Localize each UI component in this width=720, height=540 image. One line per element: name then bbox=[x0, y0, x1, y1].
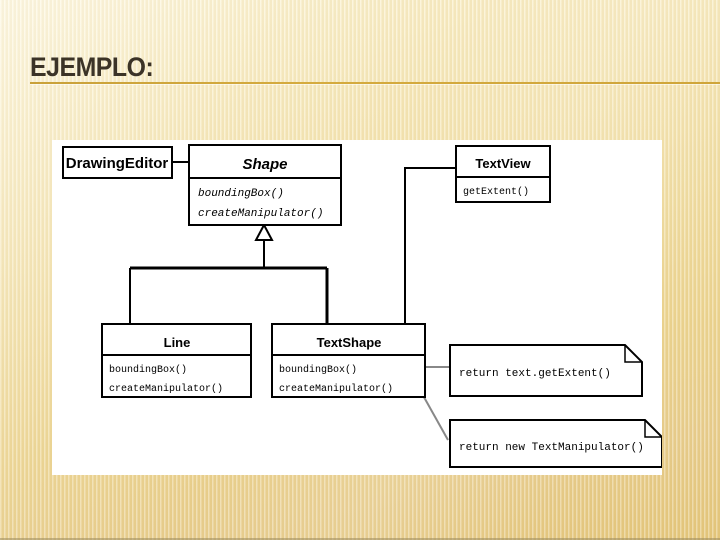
class-method-textshape-createmanipulator: createManipulator() bbox=[279, 383, 393, 395]
class-method-line-boundingbox: boundingBox() bbox=[109, 364, 187, 376]
class-method-textview-getextent: getExtent() bbox=[463, 186, 529, 198]
class-name-drawing-editor: DrawingEditor bbox=[66, 155, 169, 172]
title-rule-highlight bbox=[30, 84, 720, 85]
diagram-panel: DrawingEditor Shape boundingBox() create… bbox=[52, 140, 662, 475]
class-box-text-shape[interactable]: TextShape boundingBox() createManipulato… bbox=[271, 323, 426, 398]
title-rule bbox=[30, 82, 720, 84]
class-name-shape: Shape bbox=[242, 156, 287, 173]
note-text-bounding-box: return text.getExtent() bbox=[459, 368, 611, 380]
note-box-bounding-box[interactable]: return text.getExtent() bbox=[449, 344, 643, 397]
class-box-text-view[interactable]: TextView getExtent() bbox=[455, 145, 551, 203]
note-anchor-createmanipulator bbox=[419, 389, 449, 441]
class-method-textshape-boundingbox: boundingBox() bbox=[279, 364, 357, 376]
class-method-shape-boundingbox: boundingBox() bbox=[198, 188, 284, 200]
class-name-text-view: TextView bbox=[475, 156, 531, 171]
class-name-line: Line bbox=[164, 335, 191, 350]
note-box-create-manipulator[interactable]: return new TextManipulator() bbox=[449, 419, 662, 468]
class-name-text-shape: TextShape bbox=[317, 335, 382, 350]
note-text-create-manipulator: return new TextManipulator() bbox=[459, 442, 644, 454]
class-box-drawing-editor[interactable]: DrawingEditor bbox=[62, 146, 173, 179]
class-box-line[interactable]: Line boundingBox() createManipulator() bbox=[101, 323, 252, 398]
class-method-shape-createmanipulator: createManipulator() bbox=[198, 208, 323, 220]
relation-textshape-textview bbox=[404, 167, 456, 325]
class-method-line-createmanipulator: createManipulator() bbox=[109, 383, 223, 395]
class-box-shape[interactable]: Shape boundingBox() createManipulator() bbox=[188, 144, 342, 226]
generalization-arrow-icon bbox=[254, 222, 274, 241]
page-title: EJEMPLO: bbox=[30, 52, 154, 82]
